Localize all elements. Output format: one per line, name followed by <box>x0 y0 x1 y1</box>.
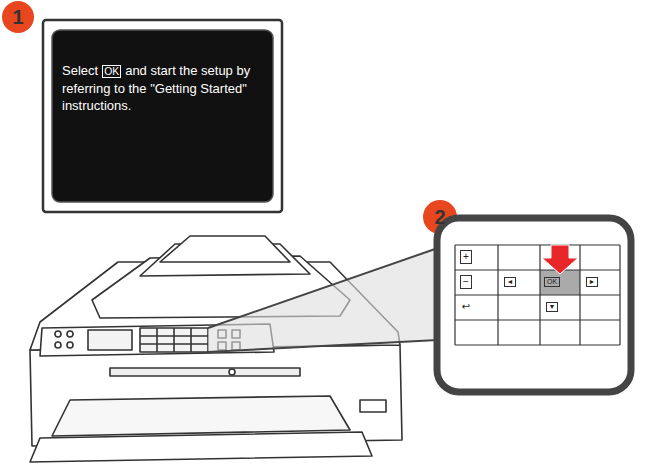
message-text: Select <box>62 63 98 78</box>
feeder-tray <box>160 236 290 262</box>
screen-frame <box>43 20 282 212</box>
card-slot <box>360 400 386 412</box>
keypad-line <box>140 343 208 345</box>
keypad-grid <box>455 244 620 245</box>
keypad-line <box>173 328 175 352</box>
key-symbol: − <box>460 275 472 289</box>
key-symbol: ► <box>586 277 599 287</box>
leader-line <box>208 248 438 328</box>
key-symbol: ▼ <box>546 302 559 312</box>
output-tray <box>52 396 350 436</box>
key-symbol: OK <box>544 277 560 287</box>
leader-wedge <box>208 248 440 352</box>
key-symbol: ◄ <box>504 277 517 287</box>
screen-message: SelectOKand start the setup by referring… <box>62 62 267 115</box>
keypad-grid <box>455 269 620 270</box>
callout-number: 1 <box>12 5 23 29</box>
callout-circle <box>2 1 34 33</box>
keypad-line <box>140 335 208 337</box>
keypad-line <box>156 328 158 352</box>
ok-key-symbol: OK <box>102 65 121 78</box>
panel-button <box>67 342 73 348</box>
key-symbol: ↩ <box>462 301 470 313</box>
front-tray <box>30 432 372 462</box>
keypad-grid <box>455 344 620 345</box>
screen-display <box>52 30 273 202</box>
callout-number: 2 <box>434 205 445 229</box>
panel-button <box>67 331 73 337</box>
panel-button <box>55 342 61 348</box>
panel-screen <box>88 330 132 350</box>
paper-slot <box>110 368 300 376</box>
printer-body <box>30 345 402 446</box>
power-lamp <box>229 369 235 375</box>
panel-keypad <box>140 328 208 352</box>
leader-line <box>208 340 438 352</box>
zoom-panel <box>437 218 631 392</box>
key-symbol: + <box>460 250 472 264</box>
keypad-line <box>190 328 192 352</box>
panel-button <box>55 331 61 337</box>
keypad-grid <box>455 294 620 295</box>
pointer-arrow <box>542 245 578 274</box>
keypad-grid <box>455 319 620 320</box>
